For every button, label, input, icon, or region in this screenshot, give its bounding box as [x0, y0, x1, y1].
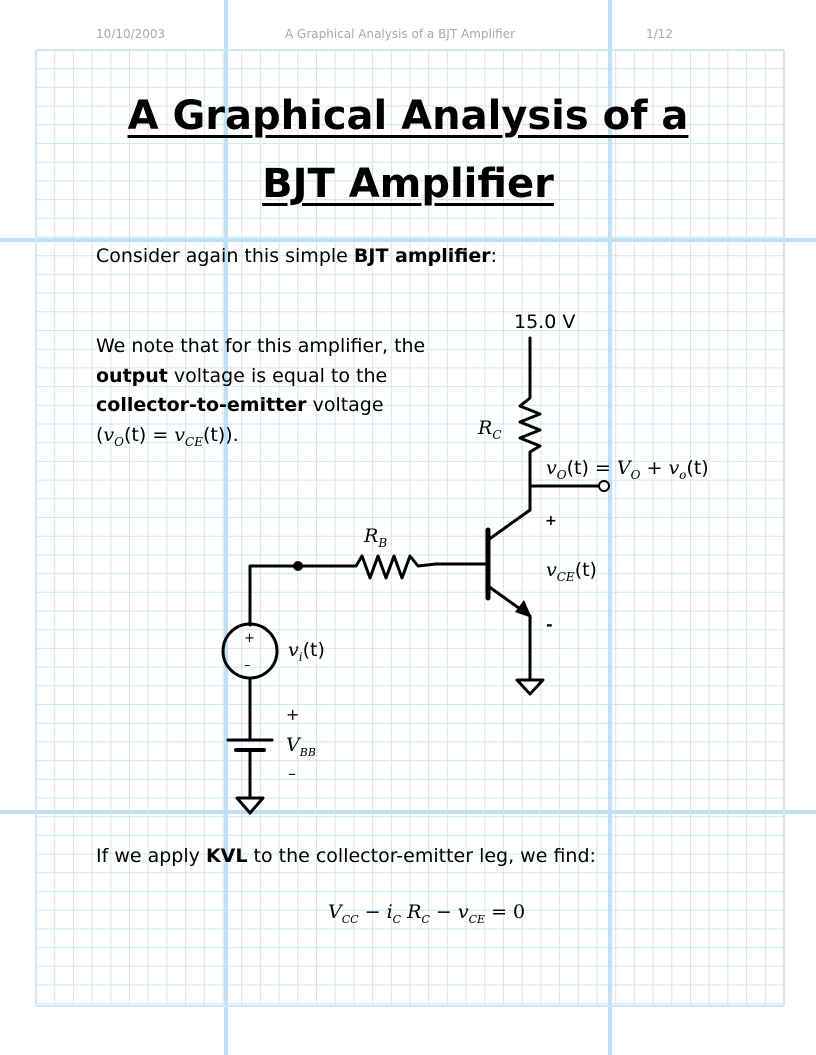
- vbb-label: VBB: [286, 734, 316, 759]
- rb-label: RB: [363, 525, 387, 550]
- supply-voltage-label: 15.0 V: [514, 311, 575, 333]
- vce-minus-sign: -: [546, 615, 553, 634]
- header-page-number: 1/12: [646, 27, 673, 41]
- kvl-equation: VCC − iC RC − vCE = 0: [328, 901, 526, 926]
- vce-plus-sign: +: [545, 513, 557, 529]
- source-plus-sign: +: [244, 631, 255, 646]
- note-line-1: We note that for this amplifier, the: [96, 335, 426, 357]
- ground-icon-battery: [235, 796, 265, 815]
- page-title-line-2: BJT Amplifier: [262, 161, 554, 207]
- vbb-minus-sign: –: [288, 764, 296, 783]
- note-paragraph: We note that for this amplifier, the out…: [96, 332, 425, 457]
- source-top-wire: [248, 564, 300, 627]
- header-title: A Graphical Analysis of a BJT Amplifier: [285, 27, 516, 41]
- vbb-plus-sign: +: [286, 705, 299, 724]
- input-node: [293, 561, 303, 571]
- note-line-2: output voltage is equal to the: [96, 364, 388, 387]
- page-title-line-1: A Graphical Analysis of a: [127, 93, 689, 139]
- vi-label: vi(t): [288, 639, 325, 664]
- vce-label: vCE(t): [546, 559, 597, 584]
- ground-icon-emitter: [515, 678, 545, 696]
- kvl-paragraph: If we apply KVL to the collector-emitter…: [96, 845, 596, 867]
- output-terminal: [598, 480, 610, 492]
- output-voltage-label: vO(t) = VO + vo(t): [546, 457, 709, 482]
- note-line-4: (vO(t) = vCE(t)).: [96, 423, 239, 449]
- rc-label: RC: [477, 417, 502, 442]
- base-resistor: [348, 554, 438, 580]
- note-line-3: collector-to-emitter voltage: [96, 394, 384, 416]
- header-date: 10/10/2003: [96, 27, 166, 41]
- source-minus-sign: –: [244, 658, 251, 673]
- collector-resistor: [518, 388, 542, 462]
- emitter-arrow-icon: [515, 600, 532, 618]
- intro-paragraph: Consider again this simple BJT amplifier…: [96, 245, 498, 267]
- collector-lead: [486, 508, 532, 542]
